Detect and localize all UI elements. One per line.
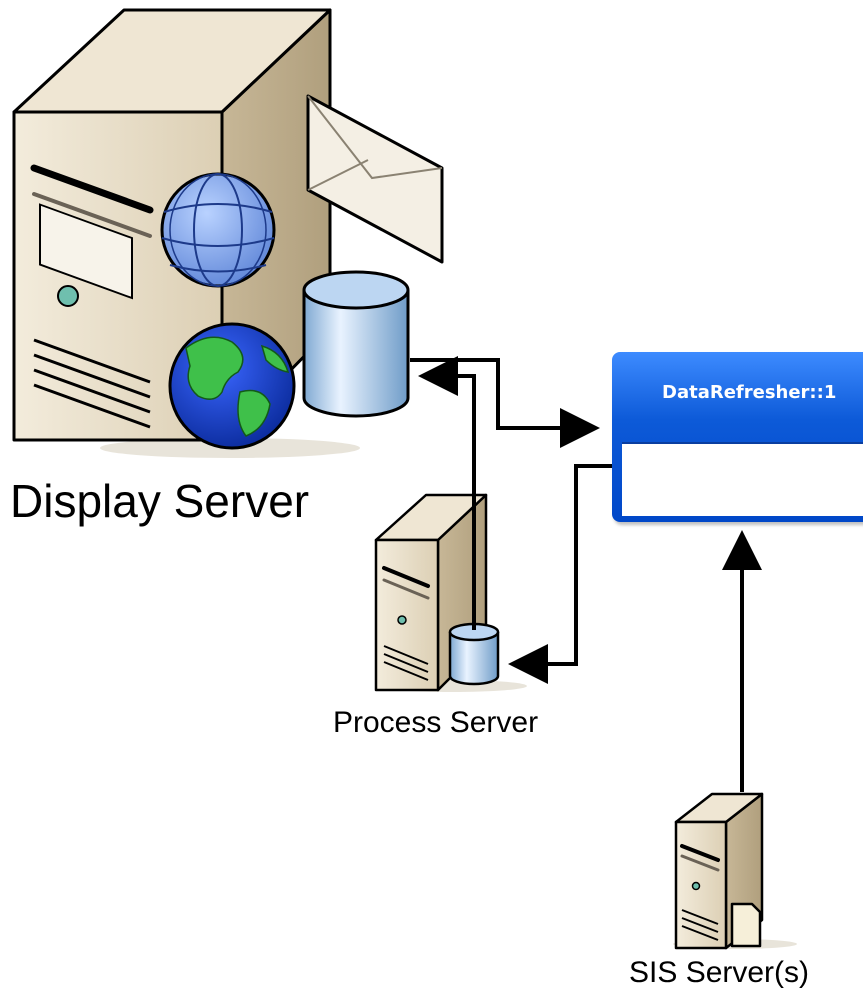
display-server-label: Display Server (10, 475, 310, 527)
database-cylinder-icon (448, 622, 500, 686)
data-refresher-title: DataRefresher::1 (662, 382, 837, 403)
sis-server (673, 792, 797, 950)
arrow-display-to-refresher (410, 358, 600, 448)
connectors (410, 356, 762, 792)
envelope-icon (306, 94, 444, 264)
sis-server-label: SIS Server(s) (629, 956, 810, 989)
earth-globe-icon (168, 322, 296, 450)
database-cylinder-icon (302, 270, 410, 418)
arrow-refresher-to-process (508, 464, 612, 684)
wireframe-globe-icon (160, 172, 276, 288)
data-refresher-body (622, 442, 863, 516)
process-server-label: Process Server (333, 706, 539, 739)
arrow-process-to-display (418, 356, 476, 630)
data-refresher-window: DataRefresher::1 (612, 352, 863, 522)
